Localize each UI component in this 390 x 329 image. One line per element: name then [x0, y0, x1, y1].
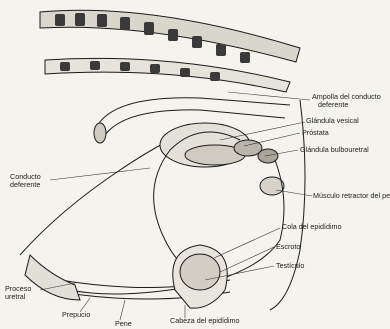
- label-conducto-2: deferente: [10, 181, 40, 189]
- label-testiculo: Testículo: [276, 262, 304, 270]
- label-glandula-vesical: Glándula vesical: [306, 117, 359, 125]
- label-bulbouretral: Glándula bulbouretral: [300, 146, 369, 154]
- prepuce: [25, 255, 80, 300]
- label-ampolla-2: deferente: [318, 101, 348, 109]
- vertebral-column-lower: [45, 58, 290, 92]
- label-cola-epididimo: Cola del epidídimo: [282, 223, 342, 231]
- label-prostata: Próstata: [302, 129, 329, 137]
- label-pene: Pene: [115, 320, 132, 328]
- rectum-opening: [94, 123, 106, 143]
- testis: [180, 254, 220, 290]
- label-prepucio: Prepucio: [62, 311, 90, 319]
- label-escroto: Escroto: [276, 243, 300, 251]
- label-musculo-retractor: Músculo retractor del pene: [313, 192, 390, 200]
- pelvic-floor: [270, 100, 305, 310]
- prostate: [234, 140, 262, 156]
- label-cabeza-epididimo: Cabeza del epidídimo: [170, 317, 240, 325]
- body-outline: [20, 140, 170, 255]
- label-proceso-2: uretral: [5, 293, 25, 301]
